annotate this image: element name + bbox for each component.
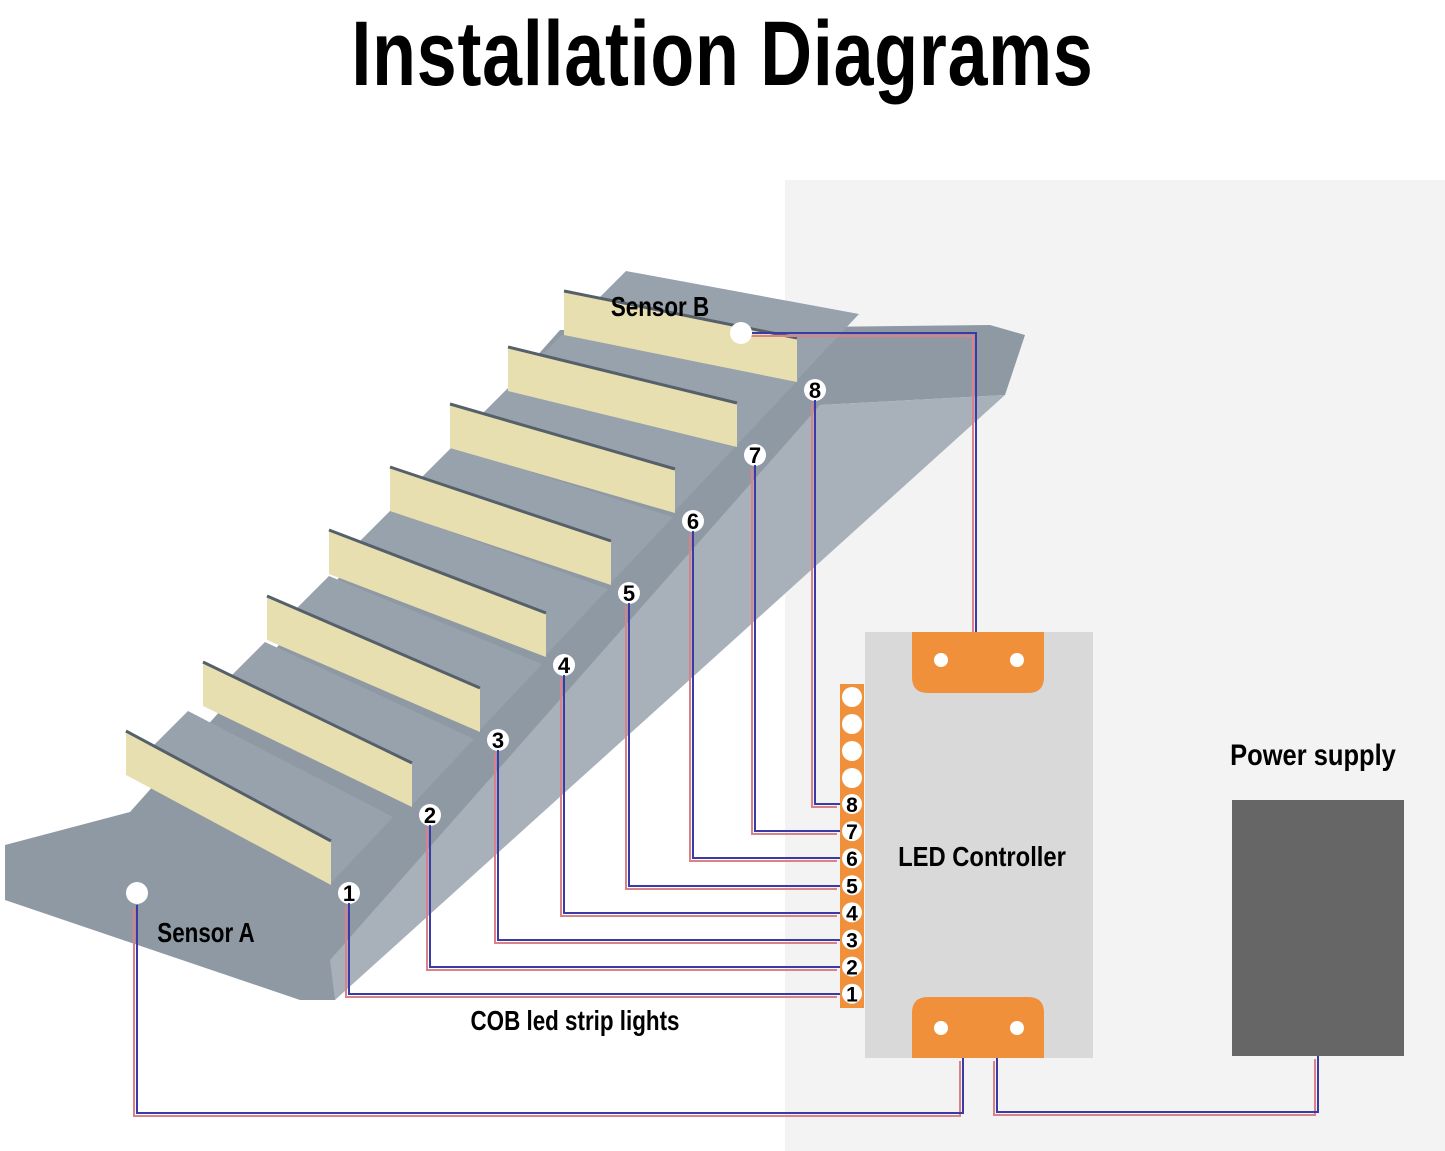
- step-wire-3-blue: [497, 750, 840, 941]
- sensor-a-wire-red: [133, 908, 961, 1117]
- sensor-a-label: Sensor A: [157, 918, 254, 949]
- stair-nosing: [202, 660, 413, 765]
- step-wire-4-red: [560, 678, 837, 917]
- terminal-number: 4: [846, 902, 858, 925]
- unused-terminal: [842, 687, 862, 707]
- step-wire-5-blue: [628, 603, 840, 887]
- stair-nosing: [389, 465, 612, 543]
- sensor-b-label: Sensor B: [611, 292, 709, 323]
- step-wire-8-red: [811, 403, 837, 808]
- terminal-number: 7: [846, 821, 858, 844]
- led-strip-riser: [126, 731, 331, 885]
- step-wire-2-blue: [429, 825, 840, 968]
- unused-terminal: [842, 768, 862, 788]
- terminal-number: 3: [846, 930, 858, 953]
- stair-nosing: [449, 402, 676, 471]
- top-terminal-block: [912, 632, 1044, 693]
- unused-terminal: [842, 714, 862, 734]
- led-strip-riser: [267, 596, 480, 732]
- step-number: 5: [623, 581, 635, 606]
- step-wire-7-red: [751, 468, 837, 835]
- terminal-hole: [842, 848, 862, 869]
- led-strip-riser: [508, 347, 737, 447]
- step-wire-1-blue: [348, 903, 840, 995]
- stair-nosing: [266, 594, 481, 690]
- power-supply: [1232, 800, 1404, 1056]
- stair-nosing: [125, 729, 332, 843]
- power-wire-red: [993, 1059, 1316, 1116]
- step-marker: [618, 582, 640, 604]
- unused-terminal: [842, 741, 862, 761]
- strip-label: COB led strip lights: [471, 1006, 680, 1037]
- step-number: 4: [558, 653, 571, 678]
- terminal-number: 1: [846, 984, 858, 1007]
- power-wire-blue: [996, 1056, 1319, 1113]
- step-marker: [487, 729, 509, 751]
- stair-nosing: [563, 289, 798, 340]
- stair-nosing: [328, 528, 547, 615]
- step-number: 2: [424, 803, 436, 828]
- step-number: 3: [492, 728, 504, 753]
- step-wire-5-red: [625, 606, 837, 890]
- sensor-b-wire-red: [749, 335, 974, 635]
- step-number: 6: [687, 509, 699, 534]
- step-marker: [804, 379, 826, 401]
- terminal-hole: [842, 929, 862, 950]
- step-marker: [744, 444, 766, 466]
- step-number: 1: [343, 881, 355, 906]
- step-marker: [338, 882, 360, 904]
- step-marker: [419, 804, 441, 826]
- step-wire-8-blue: [814, 400, 840, 805]
- page-title: Installation Diagrams: [351, 3, 1094, 105]
- bottom-terminal-block: [912, 997, 1044, 1058]
- power-supply-label: Power supply: [1230, 738, 1396, 771]
- step-marker: [682, 510, 704, 532]
- step-number: 8: [809, 378, 821, 403]
- sensor-b-wire-blue: [752, 332, 977, 632]
- step-wire-2-red: [426, 828, 837, 971]
- step-terminal-strip: [840, 684, 864, 1008]
- sensor-a: [126, 882, 148, 904]
- terminal-hole: [842, 902, 862, 923]
- led-strip-riser: [450, 404, 675, 513]
- terminal-hole: [842, 794, 862, 814]
- stair-nosing: [507, 345, 738, 405]
- step-wire-6-red: [689, 534, 837, 862]
- sensor-a-wire-blue: [136, 905, 964, 1114]
- sensor-b: [730, 322, 752, 344]
- terminal-number: 5: [846, 875, 858, 898]
- terminal-hole: [842, 821, 862, 842]
- terminal-hole: [842, 956, 862, 977]
- terminal-number: 8: [846, 794, 858, 817]
- step-wire-4-blue: [563, 675, 840, 914]
- led-strip-riser: [203, 662, 412, 807]
- step-number: 7: [749, 443, 761, 468]
- step-wire-7-blue: [754, 465, 840, 832]
- terminal-number: 2: [846, 957, 858, 980]
- step-wire-6-blue: [692, 531, 840, 859]
- led-strip-riser: [329, 530, 546, 657]
- terminal-number: 6: [846, 848, 858, 871]
- step-marker: [553, 654, 575, 676]
- led-controller: 8 7 6 5 4 3 2 1 LED Controller: [840, 632, 1093, 1058]
- step-wire-3-red: [494, 753, 837, 944]
- terminal-hole: [842, 983, 862, 1004]
- led-strip-riser: [564, 291, 797, 382]
- terminal-hole: [842, 875, 862, 896]
- controller-label: LED Controller: [898, 840, 1066, 872]
- led-strip-riser: [390, 467, 611, 585]
- step-wire-1-red: [345, 906, 837, 998]
